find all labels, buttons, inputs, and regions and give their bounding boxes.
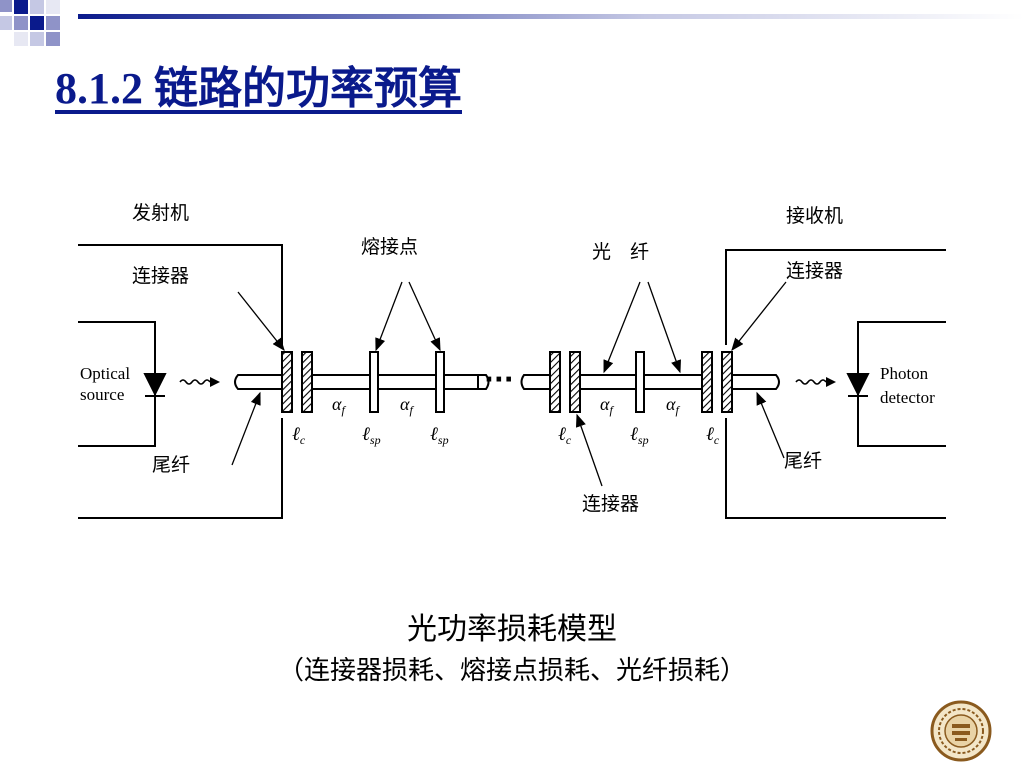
symbol-lsp-3: ℓsp (630, 424, 649, 447)
symbol-lsp-2: ℓsp (430, 424, 449, 447)
symbol-lc-3: ℓc (706, 424, 720, 447)
label-splice: 熔接点 (361, 236, 418, 258)
label-pigtail-right: 尾纤 (784, 450, 822, 472)
label-connector-bottom: 连接器 (582, 493, 639, 515)
label-optical-source-line1: Optical (80, 364, 130, 383)
connector-middle (549, 351, 581, 413)
label-transmitter: 发射机 (132, 202, 189, 224)
photodiode-icon (846, 362, 870, 402)
label-connector-left: 连接器 (132, 265, 189, 287)
label-photon-detector-line2: detector (880, 388, 935, 407)
label-optical-source-line2: source (80, 385, 124, 404)
fiber-left (234, 374, 490, 390)
symbol-alpha-f-2: αf (400, 394, 414, 417)
connector-right (701, 351, 733, 413)
splice-points (369, 351, 645, 413)
light-reception-icon (795, 377, 836, 387)
symbol-alpha-f-4: αf (666, 394, 680, 417)
symbol-lc-1: ℓc (292, 424, 306, 447)
title-gradient-bar (78, 14, 1024, 19)
light-emission-icon (179, 377, 220, 387)
university-seal-icon (930, 700, 992, 762)
connector-left (281, 351, 313, 413)
callout-arrows (231, 281, 787, 487)
label-photon-detector-line1: Photon (880, 364, 929, 383)
label-receiver: 接收机 (786, 205, 843, 227)
label-connector-right: 连接器 (786, 260, 843, 282)
label-fiber: 光 纤 (592, 241, 649, 263)
symbol-alpha-f-3: αf (600, 394, 614, 417)
caption-sub: （连接器损耗、熔接点损耗、光纤损耗） (277, 656, 746, 686)
symbol-lsp-1: ℓsp (362, 424, 381, 447)
caption-main: 光功率损耗模型 (407, 612, 617, 647)
label-pigtail-left: 尾纤 (152, 454, 190, 476)
link-loss-diagram: ··· 发射机 接收机 连接器 连接器 熔接点 光 纤 尾纤 尾纤 连接器 Op (78, 202, 946, 519)
symbol-lc-2: ℓc (558, 424, 572, 447)
laser-diode-icon (143, 362, 167, 402)
fiber-continuation-ellipsis: ··· (484, 365, 514, 395)
slide-title: 8.1.2 链路的功率预算 (55, 64, 462, 113)
symbol-alpha-f-1: αf (332, 394, 346, 417)
